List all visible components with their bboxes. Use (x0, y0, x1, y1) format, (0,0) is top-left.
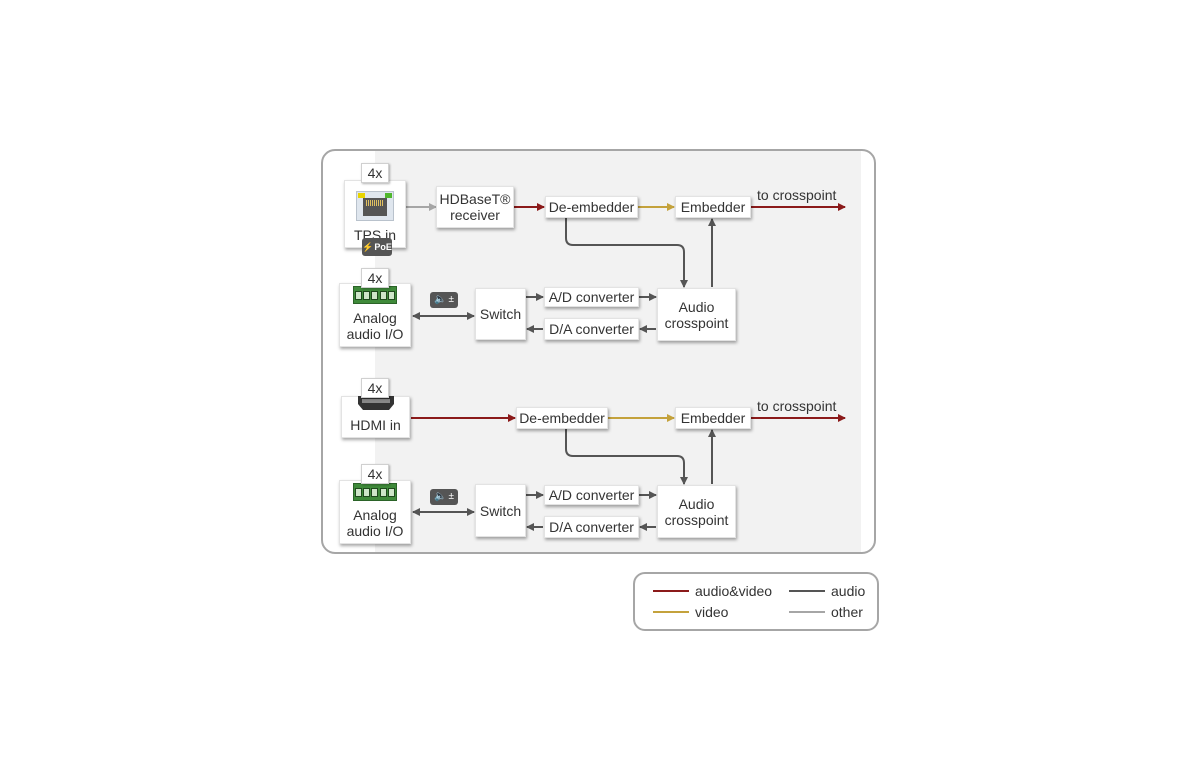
legend-label: video (695, 604, 729, 620)
plus-minus-label: ± (448, 294, 454, 305)
analog1-count-badge: 4x (361, 268, 389, 288)
legend-item-video: video (653, 604, 728, 620)
tps-embedder-box: Embedder (675, 196, 751, 218)
legend-swatch (653, 590, 689, 592)
tps-deembedder-box: De-embedder (545, 196, 638, 218)
volume-icon-2: 🔈 ± (430, 489, 458, 505)
ad-converter-box-1: A/D converter (544, 287, 639, 307)
analog-audio-io-label-1: Analog audio I/O (346, 310, 404, 342)
switch-box-2: Switch (475, 484, 526, 537)
audio-crosspoint-box-2: Audio crosspoint (657, 485, 736, 538)
poe-badge: ⚡ PoE (362, 238, 392, 256)
legend-label: audio (831, 583, 866, 599)
legend-item-other: other (789, 604, 863, 620)
lightning-icon: ⚡ (362, 242, 374, 252)
legend-swatch (653, 611, 689, 613)
tps-to-crosspoint-label: to crosspoint (757, 187, 837, 203)
hdbaset-receiver-box: HDBaseT® receiver (436, 186, 514, 228)
ad-converter-box-2: A/D converter (544, 485, 639, 505)
da-converter-box-1: D/A converter (544, 318, 639, 340)
speaker-icon: 🔈 (434, 491, 447, 502)
hdmi-embedder-box: Embedder (675, 407, 751, 429)
legend: audio&video audio video other (633, 572, 879, 631)
analog-audio-io-port-2: Analog audio I/O (339, 480, 411, 544)
rj45-icon (356, 191, 394, 221)
hdmi-to-crosspoint-label: to crosspoint (757, 398, 837, 414)
poe-label: PoE (374, 242, 392, 252)
tps-count-badge: 4x (361, 163, 389, 183)
volume-icon-1: 🔈 ± (430, 292, 458, 308)
analog2-count-badge: 4x (361, 464, 389, 484)
legend-swatch (789, 590, 825, 592)
analog-audio-io-port-1: Analog audio I/O (339, 283, 411, 347)
hdmi-count-badge: 4x (361, 378, 389, 398)
analog-audio-io-label-2: Analog audio I/O (346, 507, 404, 539)
audio-crosspoint-box-1: Audio crosspoint (657, 288, 736, 341)
terminal-block-icon (353, 483, 397, 501)
legend-label: audio&video (695, 583, 773, 599)
tps-in-port: TPS in (344, 180, 406, 248)
speaker-icon: 🔈 (434, 294, 447, 305)
terminal-block-icon (353, 286, 397, 304)
hdmi-in-port: HDMI in (341, 396, 410, 438)
hdmi-connector-icon (357, 395, 395, 411)
da-converter-box-2: D/A converter (544, 516, 639, 538)
plus-minus-label: ± (448, 491, 454, 502)
legend-label: other (831, 604, 863, 620)
switch-box-1: Switch (475, 288, 526, 340)
hdmi-in-label: HDMI in (350, 417, 401, 433)
legend-swatch (789, 611, 825, 613)
legend-item-audio-video: audio&video (653, 583, 772, 599)
legend-item-audio: audio (789, 583, 865, 599)
hdmi-deembedder-box: De-embedder (516, 407, 608, 429)
